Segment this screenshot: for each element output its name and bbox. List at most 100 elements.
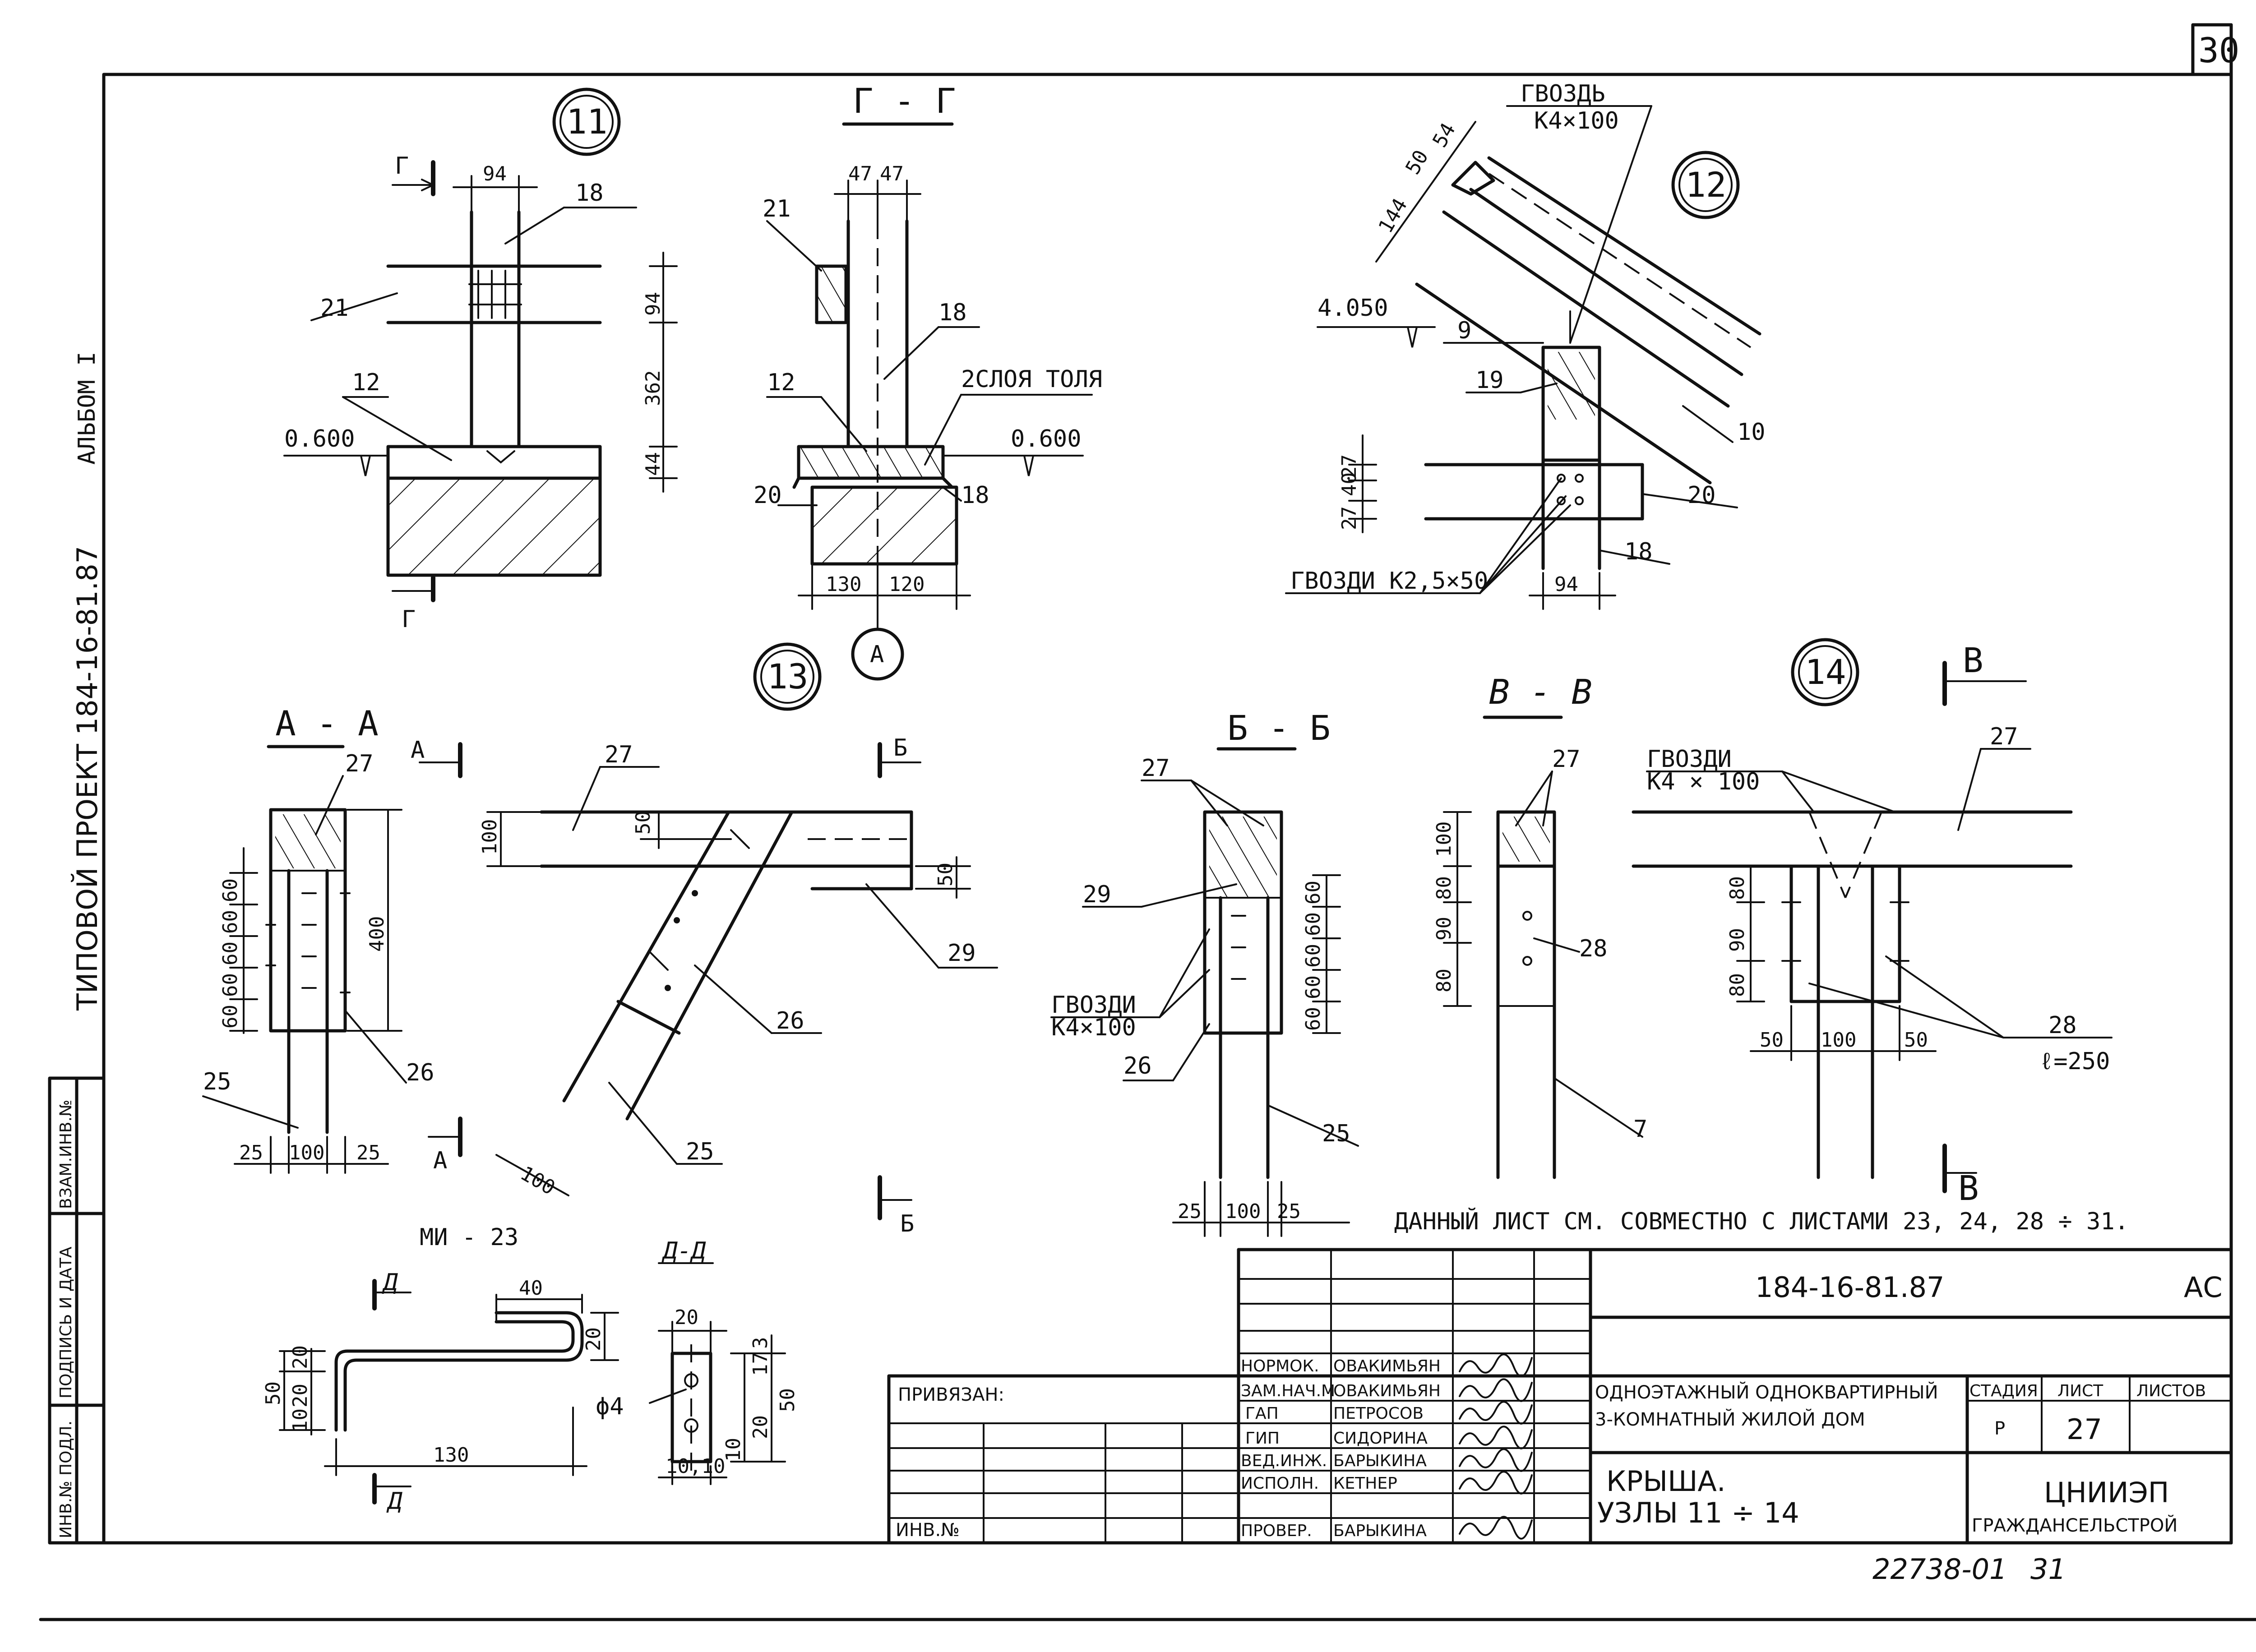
section-bb-dim-r5: 60 bbox=[1302, 1007, 1325, 1031]
node-11-dim-r3: 44 bbox=[642, 452, 665, 476]
node-14-dim-b1: 50 bbox=[1760, 1029, 1784, 1052]
section-gg: Г - Г 47 47 21 18 12 2СЛОЯ ТОЛЯ bbox=[754, 81, 1102, 681]
node-14-dim-b3: 50 bbox=[1904, 1029, 1928, 1052]
node-14-label-28: 28 bbox=[2048, 1012, 2077, 1039]
node-13-sec-a-bot: А bbox=[433, 1147, 447, 1174]
node-11-label-12: 12 bbox=[352, 369, 380, 396]
mi23-dim-10a: 10 bbox=[289, 1408, 312, 1432]
tb-role-0: НОРМОК. bbox=[1241, 1357, 1319, 1375]
node-13-aa-title: А - А bbox=[275, 703, 379, 743]
title-block: ПРИВЯЗАН: ИНВ.№ НОРМОК. ЗАМ.НАЧ.М ГАП ГИ… bbox=[887, 1248, 2233, 1545]
mi23-letter-bot: Д bbox=[386, 1488, 402, 1515]
section-bb-dim-r3: 60 bbox=[1302, 944, 1325, 968]
node-13-dim-100: 100 bbox=[478, 819, 501, 855]
tb-inv: ИНВ.№ bbox=[896, 1520, 960, 1541]
node-11-dim-r1: 94 bbox=[642, 292, 665, 316]
node-14-label-27: 27 bbox=[1990, 723, 2018, 750]
node-13-label-26b: 26 bbox=[776, 1007, 804, 1034]
node-12-dim-50: 50 bbox=[1401, 146, 1433, 178]
node-13-dim-l2: 60 bbox=[219, 910, 242, 934]
mi23-dim-20b: 20 bbox=[289, 1345, 312, 1369]
left-stamp: ИНВ.№ ПОДЛ. ПОДПИСЬ И ДАТА ВЗАМ.ИНВ.№ bbox=[48, 1076, 106, 1545]
node-13-dim-50b: 50 bbox=[934, 863, 957, 886]
tb-name-4: БАРЫКИНА bbox=[1333, 1452, 1427, 1470]
tb-role-6: ПРОВЕР. bbox=[1241, 1522, 1312, 1540]
node-11-dim-top: 94 bbox=[483, 162, 507, 185]
section-bb-title: Б - Б bbox=[1227, 708, 1331, 748]
section-bb-label-29: 29 bbox=[1083, 881, 1111, 908]
node-13-sec-b-top: Б bbox=[893, 734, 907, 761]
node-12-dim-l1: 27 bbox=[1338, 454, 1361, 478]
section-gg-label-12: 12 bbox=[767, 369, 795, 396]
tb-mark: АС bbox=[2184, 1271, 2223, 1304]
node-13-dim-l1: 60 bbox=[219, 878, 242, 902]
section-gg-title: Г - Г bbox=[853, 81, 956, 121]
node-12-nail-title: ГВОЗДЬ bbox=[1521, 80, 1605, 107]
mi23-dim-20c: 20 bbox=[289, 1384, 312, 1407]
mi23-dd-bot: 10,10 bbox=[666, 1455, 725, 1478]
section-bb: Б - Б 27 29 ГВОЗДИ К4×100 26 25 60 bbox=[1050, 708, 1359, 1237]
mi23-letter-top: Д bbox=[382, 1269, 398, 1296]
node-12-dim-54: 54 bbox=[1428, 119, 1460, 151]
section-vv-dim-l3: 90 bbox=[1433, 917, 1456, 941]
tb-sheet: 27 bbox=[2066, 1413, 2102, 1446]
sheet-number: 30 bbox=[2198, 30, 2240, 70]
node-14-dim-l1: 80 bbox=[1726, 876, 1749, 900]
node-12-label-19: 19 bbox=[1475, 367, 1504, 394]
section-bb-dim-r4: 60 bbox=[1302, 975, 1325, 999]
section-vv-label-7: 7 bbox=[1633, 1116, 1647, 1143]
tb-name-5: КЕТНЕР bbox=[1333, 1474, 1397, 1493]
node-12-nail-size: К4×100 bbox=[1534, 107, 1619, 134]
tb-name-2: ПЕТРОСОВ bbox=[1333, 1404, 1424, 1423]
section-vv-dim-l1: 100 bbox=[1433, 821, 1456, 857]
node-14-length: ℓ=250 bbox=[2039, 1048, 2110, 1075]
section-bb-nails-size: К4×100 bbox=[1051, 1014, 1136, 1041]
tb-bound: ПРИВЯЗАН: bbox=[898, 1384, 1004, 1405]
node-13-dim-50a: 50 bbox=[632, 811, 655, 835]
section-bb-nails: ГВОЗДИ bbox=[1051, 992, 1136, 1019]
node-12-label-10: 10 bbox=[1737, 419, 1766, 446]
mi23-dim-130: 130 bbox=[433, 1444, 469, 1467]
project-label: ТИПОВОЙ ПРОЕКТ 184-16-81.87 bbox=[71, 546, 104, 1011]
node-13-label-26: 26 bbox=[406, 1059, 435, 1086]
node-12-dim-bottom: 94 bbox=[1554, 573, 1578, 596]
section-bb-label-26: 26 bbox=[1123, 1052, 1152, 1080]
section-vv-dim-l4: 80 bbox=[1433, 969, 1456, 992]
node-11-sec-bot: Г bbox=[402, 606, 416, 633]
tb-h-sheet: ЛИСТ bbox=[2057, 1382, 2103, 1400]
node-13-dim-b2: 100 bbox=[289, 1141, 324, 1164]
node-13-dim-l5: 60 bbox=[219, 1005, 242, 1029]
tb-h-stage: СТАДИЯ bbox=[1969, 1382, 2038, 1400]
node-13-dim-l4: 60 bbox=[219, 973, 242, 997]
node-13-dim-400: 400 bbox=[365, 916, 388, 952]
mi23-phi: ϕ4 bbox=[596, 1393, 624, 1420]
node-13-dim-l3: 60 bbox=[219, 941, 242, 965]
section-gg-dim-120: 120 bbox=[889, 573, 925, 596]
node-12-label-9: 9 bbox=[1457, 317, 1471, 344]
signatures bbox=[1459, 1353, 1533, 1540]
node-13: 13 А - А 27 60 60 60 60 60 400 25 bbox=[202, 642, 998, 1237]
node-13-label-27: 27 bbox=[345, 750, 374, 777]
mi-23: МИ - 23 Д-Д Д Д 40 20 20 20 10 50 130 bbox=[262, 1224, 799, 1515]
node-14-mark: 14 bbox=[1805, 652, 1846, 692]
mi23-section: Д-Д bbox=[661, 1237, 706, 1264]
node-13-sec-a-top: А bbox=[411, 737, 425, 764]
node-12-level: 4.050 bbox=[1318, 295, 1388, 322]
node-14-dim-l2: 90 bbox=[1726, 928, 1749, 952]
mi23-dim-40: 40 bbox=[519, 1277, 543, 1300]
node-12-dim-l3: 27 bbox=[1338, 506, 1361, 530]
section-bb-dim-b3: 25 bbox=[1277, 1200, 1301, 1223]
tb-sheet-title-2: УЗЛЫ 11 ÷ 14 bbox=[1597, 1496, 1799, 1529]
section-gg-dim-b: 47 bbox=[880, 162, 904, 185]
node-11-label-18: 18 bbox=[575, 180, 604, 207]
tb-name-1: ОВАКИМЬЯН bbox=[1333, 1382, 1441, 1400]
section-gg-dim-a: 47 bbox=[848, 162, 872, 185]
mi23-dim-50: 50 bbox=[262, 1381, 285, 1405]
node-11-dim-r2: 362 bbox=[642, 370, 665, 406]
tb-name-3: СИДОРИНА bbox=[1333, 1429, 1428, 1448]
sheet-frame: 30 bbox=[39, 23, 2256, 1621]
node-12-dim-144: 144 bbox=[1374, 194, 1412, 237]
mi23-dd-50: 50 bbox=[776, 1388, 799, 1412]
tb-sheet-title-1: КРЫША. bbox=[1606, 1465, 1726, 1498]
node-11-level: 0.600 bbox=[284, 425, 355, 452]
